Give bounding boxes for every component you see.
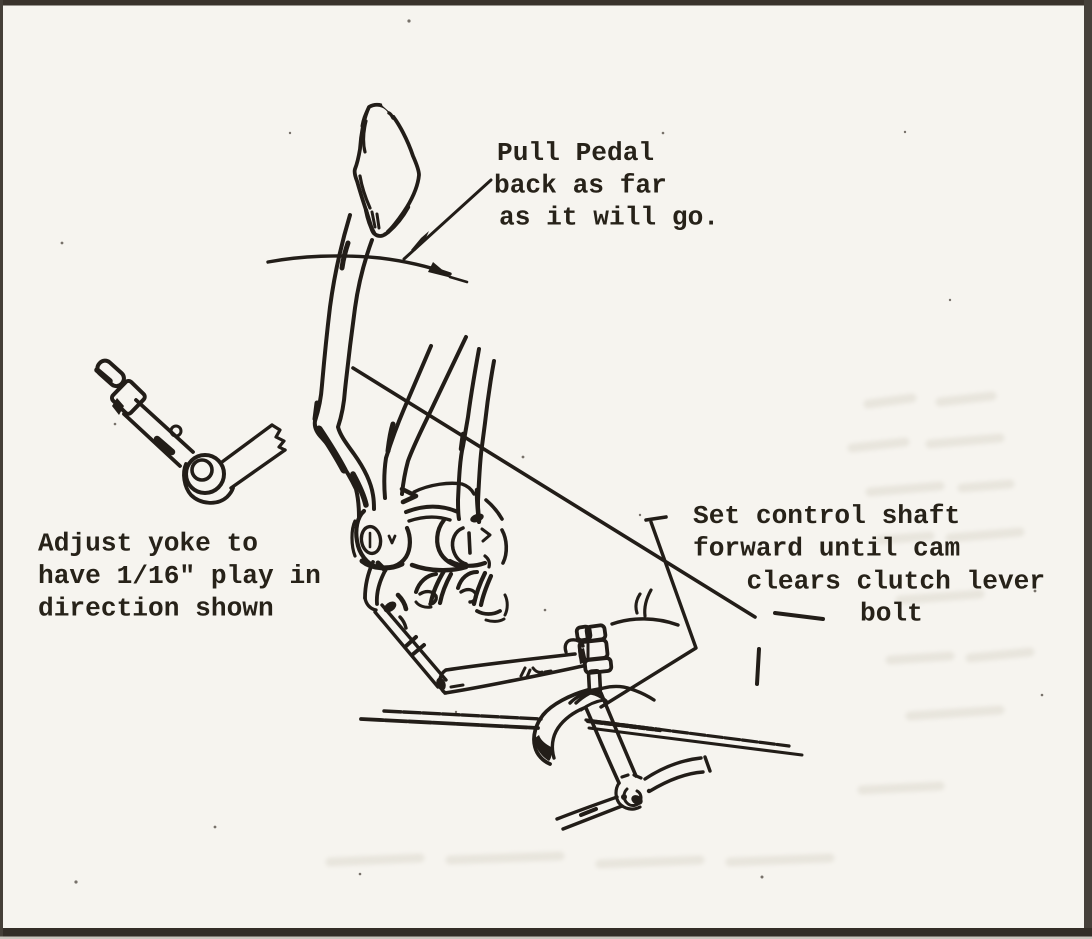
- svg-text:direction shown: direction shown: [38, 594, 274, 624]
- svg-text:Adjust yoke to: Adjust yoke to: [38, 529, 258, 559]
- svg-text:back as far: back as far: [494, 171, 667, 201]
- svg-text:have 1/16" play in: have 1/16" play in: [38, 561, 321, 591]
- svg-text:forward until cam: forward until cam: [693, 534, 960, 564]
- svg-text:Set control shaft: Set control shaft: [693, 501, 960, 531]
- svg-text:as it will go.: as it will go.: [499, 203, 719, 233]
- svg-text:Pull Pedal: Pull Pedal: [497, 138, 654, 168]
- svg-text:bolt: bolt: [860, 599, 923, 629]
- svg-text:clears clutch lever: clears clutch lever: [747, 567, 1046, 597]
